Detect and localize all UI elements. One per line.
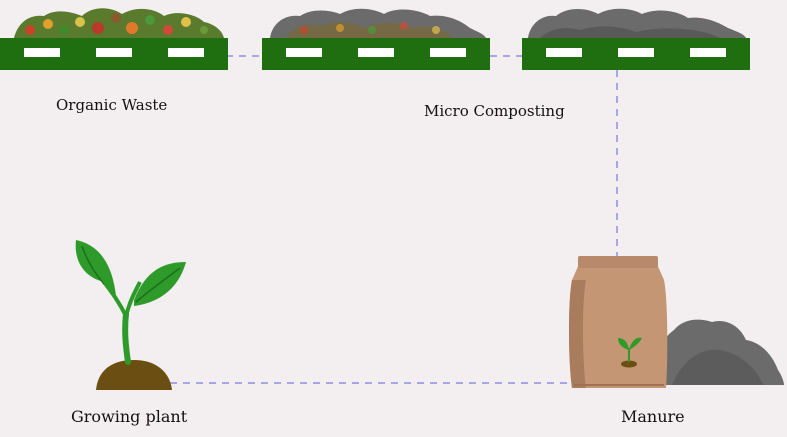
label-organic-waste: Organic Waste xyxy=(56,96,168,114)
pallet-slot xyxy=(286,48,322,57)
pallet-micro xyxy=(262,38,490,70)
connector-lines xyxy=(170,55,618,384)
manure-heap xyxy=(650,319,784,385)
pallet-slot xyxy=(358,48,394,57)
pallet-slot xyxy=(24,48,60,57)
label-manure: Manure xyxy=(621,407,685,426)
growing-plant-icon xyxy=(75,240,186,390)
pallet-slot xyxy=(96,48,132,57)
micro-composting-pile xyxy=(270,8,486,39)
compost-pile xyxy=(528,8,746,39)
organic-waste-pile xyxy=(14,8,224,39)
pallet-slot xyxy=(690,48,726,57)
label-growing-plant: Growing plant xyxy=(71,407,188,426)
sprout-icon xyxy=(618,337,642,368)
pallet-organic xyxy=(0,38,228,70)
manure-bag-icon xyxy=(569,256,668,388)
pallet-slot xyxy=(546,48,582,57)
pallet-compost xyxy=(522,38,750,70)
pallet-slot xyxy=(430,48,466,57)
label-micro-composting: Micro Composting xyxy=(424,102,565,120)
pallet-slot xyxy=(168,48,204,57)
pallet-slot xyxy=(618,48,654,57)
